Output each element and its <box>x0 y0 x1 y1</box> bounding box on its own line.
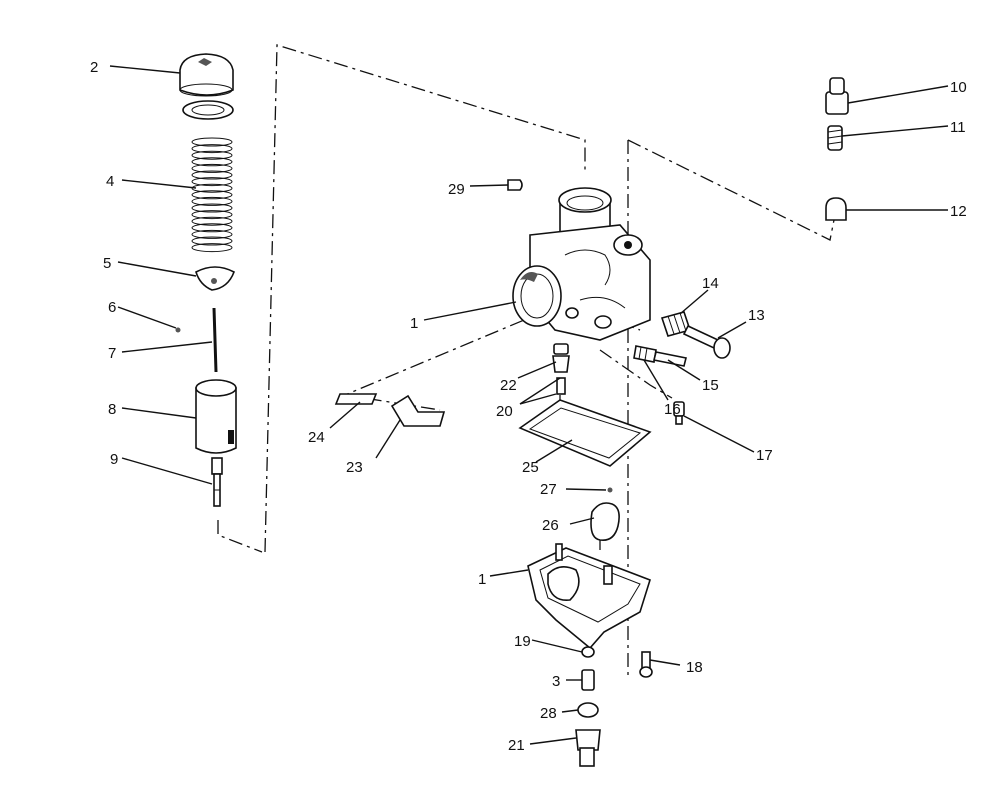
callout-3: 3 <box>552 673 560 690</box>
callout-25: 25 <box>522 459 539 476</box>
float-bowl-gasket-part <box>518 399 652 467</box>
callout-8: 8 <box>108 401 116 418</box>
small-spring-part <box>827 125 843 151</box>
callout-28: 28 <box>540 705 557 722</box>
callout-16: 16 <box>664 401 681 418</box>
spring-coil <box>191 196 233 206</box>
vent-fitting-part <box>507 179 523 191</box>
callout-29: 29 <box>448 181 465 198</box>
needle-clip-part <box>195 266 235 291</box>
spring-coil <box>191 203 233 213</box>
callout-15: 15 <box>702 377 719 394</box>
float-bowl-part <box>527 543 651 650</box>
spring-coil <box>191 170 233 180</box>
carburetor-body-part <box>512 187 651 341</box>
spring-coil <box>191 157 233 167</box>
callout-23: 23 <box>346 459 363 476</box>
callout-26: 26 <box>542 517 559 534</box>
callout-14: 14 <box>702 275 719 292</box>
o-ring-part <box>577 702 599 718</box>
spring-coil <box>191 137 233 147</box>
throttle-valve-part <box>195 379 237 454</box>
spring-part <box>191 137 233 253</box>
spring-coil <box>191 223 233 233</box>
callout-4: 4 <box>106 173 114 190</box>
plug-screw-part <box>673 401 685 425</box>
cap-part <box>179 53 234 97</box>
callout-1-body: 1 <box>410 315 418 332</box>
callout-12: 12 <box>950 203 967 220</box>
callout-11: 11 <box>950 119 966 136</box>
pilot-spring-part <box>633 345 657 363</box>
callout-1-bowl: 1 <box>478 571 486 588</box>
spring-coil <box>191 216 233 226</box>
callout-6: 6 <box>108 299 116 316</box>
spring-coil <box>191 243 233 253</box>
callout-10: 10 <box>950 79 967 96</box>
spring-coil <box>191 229 233 239</box>
pilot-jet-part <box>552 343 570 395</box>
callout-19: 19 <box>514 633 531 650</box>
cable-end-part <box>825 197 847 221</box>
adjuster-part <box>211 457 223 507</box>
jet-needle-part <box>212 307 218 373</box>
drain-plug-part <box>575 729 601 767</box>
cap-washer-part <box>182 100 234 120</box>
main-jet-part <box>581 669 595 691</box>
spring-coil <box>191 144 233 154</box>
callout-21: 21 <box>508 737 525 754</box>
callout-labels: 2 4 5 6 7 8 9 10 11 12 29 1 14 13 22 20 … <box>90 59 967 754</box>
callout-2: 2 <box>90 59 98 76</box>
idle-screw-part <box>682 324 731 359</box>
cable-nut-part <box>825 77 849 115</box>
bowl-screw-part <box>639 651 653 678</box>
spring-coil <box>191 163 233 173</box>
spring-coil <box>191 177 233 187</box>
flat-gasket-part <box>334 393 378 405</box>
callout-7: 7 <box>108 345 116 362</box>
float-pin-part <box>607 487 613 493</box>
callout-17: 17 <box>756 447 773 464</box>
callout-5: 5 <box>103 255 111 272</box>
pilot-screw-part <box>653 351 687 367</box>
assembly-lines <box>217 44 836 675</box>
callout-24: 24 <box>308 429 325 446</box>
spring-coil <box>191 150 233 160</box>
e-clip-part <box>175 327 181 333</box>
callout-18: 18 <box>686 659 703 676</box>
leader-lines <box>109 65 949 745</box>
drain-washer-part <box>581 646 595 658</box>
callout-27: 27 <box>540 481 557 498</box>
float-arm-part <box>390 394 446 427</box>
spring-coil <box>191 236 233 246</box>
callout-22: 22 <box>500 377 517 394</box>
spring-coil <box>191 210 233 220</box>
callout-20: 20 <box>496 403 513 420</box>
spring-coil <box>191 190 233 200</box>
float-part <box>590 502 620 542</box>
callout-9: 9 <box>110 451 118 468</box>
callout-13: 13 <box>748 307 765 324</box>
